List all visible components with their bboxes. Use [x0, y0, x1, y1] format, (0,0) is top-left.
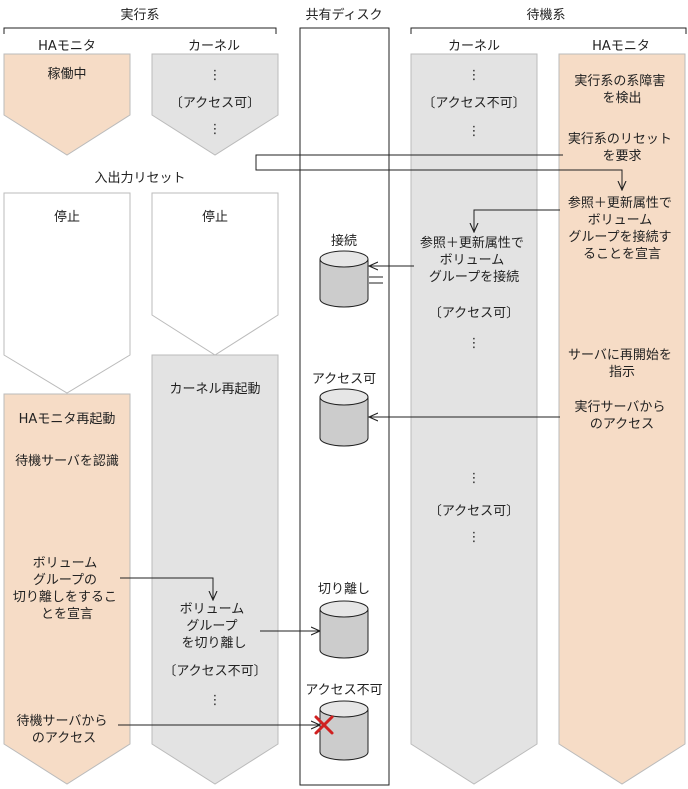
col-standby-kernel: カーネル — [448, 39, 500, 54]
label-connect-vg: 参照＋更新属性で ボリューム グループを接続 — [420, 235, 528, 285]
standby-kernel-block — [410, 53, 538, 785]
label-io-reset: 入出力リセット — [94, 171, 185, 186]
disk-icon-connect — [319, 250, 369, 308]
label-instruct-restart: サーバに再開始を 指示 — [568, 348, 676, 380]
header-active-system: 実行系 — [120, 7, 159, 23]
dots-active-kernel-3: ⋮ — [209, 693, 222, 708]
label-running: 稼働中 — [47, 67, 86, 82]
col-active-ha-monitor: HAモニタ — [38, 39, 96, 54]
active-kernel-stopped-block — [151, 192, 279, 356]
label-declare-connect: 参照＋更新属性で ボリューム グループを接続す ることを宣言 — [568, 195, 676, 262]
label-access-from-active: 実行サーバから のアクセス — [574, 399, 669, 432]
header-standby-system: 待機系 — [526, 8, 565, 23]
active-kernel-restart-block — [151, 354, 279, 785]
label-ha-stopped: 停止 — [54, 209, 80, 225]
label-disk-connect: 接続 — [331, 233, 357, 249]
label-disk-detach: 切り離し — [318, 582, 370, 597]
label-active-kernel-access-ok: 〔アクセス可〕 — [170, 96, 260, 111]
label-standby-kernel-access-ok-2: 〔アクセス可〕 — [429, 504, 519, 519]
label-kernel-restart: カーネル再起動 — [169, 382, 260, 397]
arrow-declare-detach — [120, 577, 213, 600]
dots-standby-kernel-2: ⋮ — [468, 124, 481, 139]
label-kernel-stopped: 停止 — [202, 209, 228, 225]
active-ha-restart-block — [3, 393, 131, 785]
label-access-from-standby: 待機サーバから のアクセス — [16, 714, 111, 746]
label-disk-access-ok: アクセス可 — [312, 372, 376, 387]
bracket-standby-system — [410, 27, 687, 34]
active-kernel-running-block — [151, 53, 279, 156]
label-active-kernel-access-ng: 〔アクセス不可〕 — [163, 664, 266, 679]
disk-icon-access-ng — [319, 700, 369, 761]
arrow-reset-request — [255, 154, 622, 190]
dots-active-kernel-2: ⋮ — [209, 122, 222, 137]
access-denied-x-icon — [314, 715, 334, 735]
label-detach-vg: ボリューム グループ を切り離し — [180, 602, 249, 651]
dots-standby-kernel-5: ⋮ — [468, 530, 481, 545]
label-standby-kernel-access-ng: 〔アクセス不可〕 — [422, 96, 525, 111]
col-active-kernel: カーネル — [188, 39, 240, 54]
disk-icon-detach — [319, 600, 369, 659]
dots-active-kernel-1: ⋮ — [209, 68, 222, 83]
active-ha-running-block — [3, 53, 131, 156]
dots-standby-kernel-1: ⋮ — [468, 68, 481, 83]
label-declare-detach: ボリューム グループの 切り離しをするこ とを宣言 — [13, 556, 121, 622]
dots-standby-kernel-3: ⋮ — [468, 336, 481, 351]
label-standby-kernel-access-ok-1: 〔アクセス可〕 — [429, 306, 519, 321]
label-detect-failure: 実行系の系障害 を検出 — [574, 73, 669, 106]
label-request-reset: 実行系のリセット を要求 — [568, 131, 676, 164]
disk-icon-access-ok — [319, 388, 369, 447]
dots-standby-kernel-4: ⋮ — [468, 471, 481, 486]
header-shared-disk: 共有ディスク — [305, 7, 382, 23]
standby-ha-block — [558, 53, 686, 785]
active-ha-stopped-block — [3, 192, 131, 394]
label-ha-restart: HAモニタ再起動 — [19, 412, 116, 427]
col-standby-ha-monitor: HAモニタ — [592, 39, 650, 54]
arrow-declare-connect — [474, 209, 560, 232]
bracket-active-system — [3, 27, 277, 34]
label-disk-access-ng: アクセス不可 — [305, 683, 382, 698]
label-recognize-standby: 待機サーバを認識 — [15, 453, 119, 469]
